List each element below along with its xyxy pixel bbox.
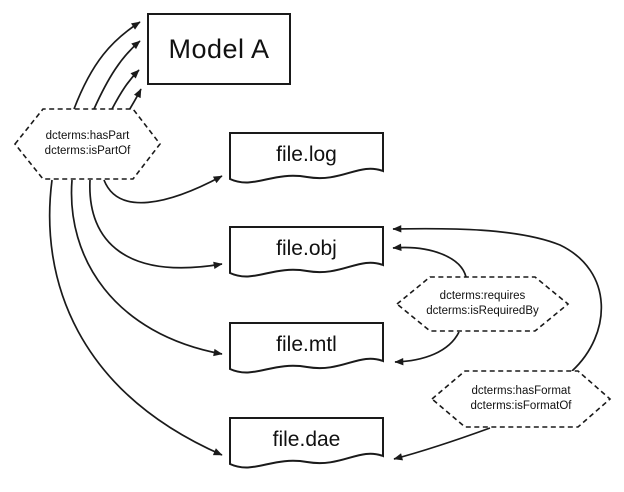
document-file-mtl: [229, 322, 384, 374]
haspart-hexagon: [13, 108, 162, 180]
arrow-requires-to-file-obj: [392, 243, 467, 278]
hasformat-hexagon: [430, 370, 612, 428]
requires-hexagon: [395, 276, 570, 332]
arrow-haspart-to-file-log: [103, 175, 223, 204]
arrow-haspart-to-model-1: [73, 21, 141, 110]
model-a-box: [147, 13, 291, 85]
arrow-haspart-to-file-mtl: [70, 179, 223, 357]
document-file-dae: [229, 417, 384, 469]
arrow-hasformat-to-file-dae: [393, 427, 491, 461]
document-file-log: [229, 132, 384, 184]
arrow-haspart-to-file-obj: [89, 179, 223, 270]
arrow-requires-to-file-mtl: [394, 331, 460, 366]
document-file-obj: [229, 226, 384, 278]
arrow-haspart-to-file-dae: [48, 179, 223, 456]
arrow-haspart-to-model-2: [93, 40, 141, 110]
arrow-haspart-to-model-3: [111, 69, 140, 110]
arrow-hasformat-to-file-obj: [392, 225, 603, 372]
